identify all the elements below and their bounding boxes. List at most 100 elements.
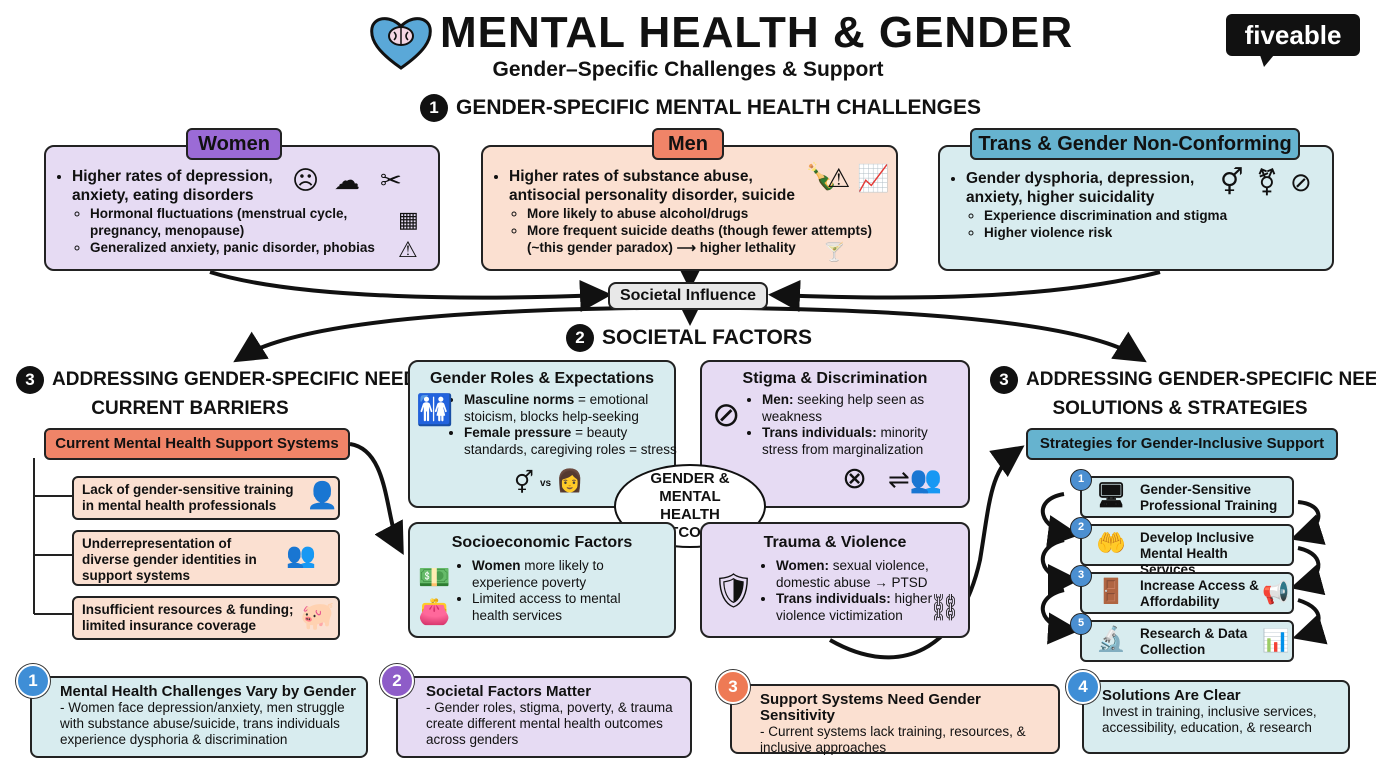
- logo-text: fiveable: [1244, 20, 1342, 50]
- solutions-number: 3: [990, 366, 1018, 394]
- broken-chain-icon: ⛓: [928, 592, 962, 622]
- takeaway-2-text: - Gender roles, stigma, poverty, & traum…: [426, 700, 673, 747]
- barrier-item-3: Insufficient resources & funding; limite…: [72, 596, 340, 640]
- man-woman-icon: 🚻: [416, 394, 454, 427]
- men-sub-2: More frequent suicide deaths (though few…: [527, 222, 877, 256]
- section2-number: 2: [566, 324, 594, 352]
- stigma-b1-bold: Men:: [762, 392, 794, 407]
- gender-roles-title: Gender Roles & Expectations: [429, 370, 655, 387]
- takeaway-4-text: Invest in training, inclusive services, …: [1102, 704, 1317, 735]
- gender-vs-icon: ⚥: [514, 470, 534, 495]
- trauma-b1-rest: sexual violence, domestic abuse → PTSD: [776, 558, 929, 590]
- barriers-number: 3: [16, 366, 44, 394]
- trauma-card: Trauma & Violence Women: sexual violence…: [700, 522, 970, 638]
- barrier-item-1: Lack of gender-sensitive training in men…: [72, 476, 340, 520]
- women-main: Higher rates of depression, anxiety, eat…: [72, 167, 294, 205]
- gender-symbol-icon: ⚥: [1220, 167, 1244, 197]
- strategy-2-number: 2: [1070, 517, 1092, 539]
- trans-sub-1: Experience discrimination and stigma: [984, 207, 1332, 224]
- people-exclusion-icon: ⇌👥: [888, 464, 943, 494]
- section1-heading: 1 GENDER-SPECIFIC MENTAL HEALTH CHALLENG…: [420, 94, 981, 122]
- confused-person-icon: 👤: [306, 480, 339, 510]
- takeaway-3-title: Support Systems Need Gender Sensitivity: [760, 691, 981, 724]
- two-people-icon: 👥: [286, 542, 316, 569]
- support-systems-header: Current Mental Health Support Systems: [44, 428, 350, 460]
- socio-b1-bold: Women: [472, 558, 521, 573]
- caring-hands-icon: 🤲: [1096, 530, 1126, 557]
- barriers-heading: 3 ADDRESSING GENDER-SPECIFIC NEEDS: [16, 366, 430, 394]
- roles-b2-bold: Female pressure: [464, 425, 572, 440]
- takeaway-card-4: Solutions Are Clear Invest in training, …: [1082, 680, 1350, 754]
- section2-heading: 2 SOCIETAL FACTORS: [566, 324, 812, 352]
- roles-bullet-2: Female pressure = beauty standards, care…: [464, 425, 682, 458]
- bar-chart-icon: 📊: [1262, 628, 1290, 653]
- microscope-icon: 🔬: [1096, 626, 1126, 653]
- barriers-subtitle: CURRENT BARRIERS: [91, 398, 289, 419]
- takeaway-2-number: 2: [380, 664, 414, 698]
- trauma-bullet-1: Women: sexual violence, domestic abuse →…: [776, 558, 972, 591]
- takeaway-3-text: - Current systems lack training, resourc…: [760, 724, 1026, 755]
- trauma-b2-rest: higher violence victimization: [776, 591, 933, 623]
- door-icon: 🚪: [1096, 578, 1126, 605]
- cocktail-icon: 🍸: [823, 242, 846, 262]
- fiveable-logo[interactable]: fiveable: [1226, 14, 1360, 56]
- roles-b2-rest: = beauty standards, caregiving roles = s…: [464, 425, 677, 457]
- trauma-b2-bold: Trans individuals:: [776, 591, 891, 606]
- takeaway-4-title: Solutions Are Clear: [1102, 687, 1241, 704]
- trans-sub-2: Higher violence risk: [984, 224, 1332, 241]
- men-card: Higher rates of substance abuse, antisoc…: [481, 145, 898, 271]
- sad-face-icon: ☹: [292, 165, 320, 195]
- strategy-1-number: 1: [1070, 469, 1092, 491]
- prohibited-icon: ⊘: [712, 396, 741, 434]
- takeaway-1-title: Mental Health Challenges Vary by Gender: [60, 683, 356, 700]
- stigma-bullet-1: Men: seeking help seen as weakness: [762, 392, 962, 425]
- page-title: MENTAL HEALTH & GENDER: [440, 8, 1074, 57]
- piggy-bank-icon: 🐖: [300, 600, 335, 631]
- stigma-bullet-2: Trans individuals: minority stress from …: [762, 425, 962, 458]
- barriers-title: ADDRESSING GENDER-SPECIFIC NEEDS: [52, 369, 430, 390]
- roles-b1-bold: Masculine norms: [464, 392, 575, 407]
- thought-cloud-icon: ☁: [334, 165, 360, 195]
- solutions-heading: 3 ADDRESSING GENDER-SPECIFIC NEEDS: [990, 366, 1376, 394]
- takeaway-1-text: - Women face depression/anxiety, men str…: [60, 700, 345, 747]
- strategy-4-label: Research & Data Collection: [1140, 626, 1248, 657]
- section1-number: 1: [420, 94, 448, 122]
- hidden-eye-icon: ⊘: [1290, 167, 1312, 197]
- strategy-item-4: Research & Data Collection 🔬 📊: [1080, 620, 1294, 662]
- societal-influence-pill: Societal Influence: [608, 282, 768, 310]
- trauma-bullet-2: Trans individuals: higher violence victi…: [776, 591, 972, 624]
- barrier-item-2: Underrepresentation of diverse gender id…: [72, 530, 340, 586]
- shield-hands-icon: 🛡: [712, 572, 756, 610]
- stigma-title: Stigma & Discrimination: [742, 370, 928, 387]
- strategy-4-number: 5: [1070, 613, 1092, 635]
- roles-b1-rest: = emotional stoicism, blocks help-seekin…: [464, 392, 649, 424]
- barrier-item-1-label: Lack of gender-sensitive training in men…: [82, 482, 294, 513]
- takeaway-4-number: 4: [1066, 670, 1100, 704]
- takeaway-1-number: 1: [16, 664, 50, 698]
- trauma-title: Trauma & Violence: [763, 534, 907, 551]
- no-help-icon: ⊗: [842, 462, 868, 495]
- socioeconomic-card: Socioeconomic Factors Women more likely …: [408, 522, 676, 638]
- section1-title: GENDER-SPECIFIC MENTAL HEALTH CHALLENGES: [456, 96, 982, 119]
- takeaway-card-1: Mental Health Challenges Vary by Gender …: [30, 676, 368, 758]
- page-subtitle: Gender–Specific Challenges & Support: [492, 58, 884, 81]
- women-sub-1: Hormonal fluctuations (menstrual cycle, …: [90, 205, 380, 239]
- strategy-3-label: Increase Access & Affordability: [1140, 578, 1259, 609]
- logo-tail: [1260, 55, 1274, 67]
- roles-bullet-1: Masculine norms = emotional stoicism, bl…: [464, 392, 682, 425]
- trauma-b1-bold: Women:: [776, 558, 829, 573]
- trans-tag: Trans & Gender Non-Conforming: [970, 128, 1300, 160]
- money-icon: 💵: [418, 562, 451, 592]
- barrier-item-3-label: Insufficient resources & funding; limite…: [82, 602, 294, 633]
- strategy-1-label: Gender-Sensitive Professional Training: [1140, 482, 1278, 513]
- warning-icon: ⚠: [827, 163, 851, 193]
- takeaway-card-3: Support Systems Need Gender Sensitivity …: [730, 684, 1060, 755]
- socio-b1-rest: more likely to experience poverty: [472, 558, 604, 590]
- strategy-3-number: 3: [1070, 565, 1092, 587]
- takeaway-3-number: 3: [716, 670, 750, 704]
- strategies-header: Strategies for Gender-Inclusive Support: [1026, 428, 1338, 460]
- takeaway-2-title: Societal Factors Matter: [426, 683, 592, 700]
- women-card: Higher rates of depression, anxiety, eat…: [44, 145, 440, 271]
- stigma-b2-bold: Trans individuals:: [762, 425, 877, 440]
